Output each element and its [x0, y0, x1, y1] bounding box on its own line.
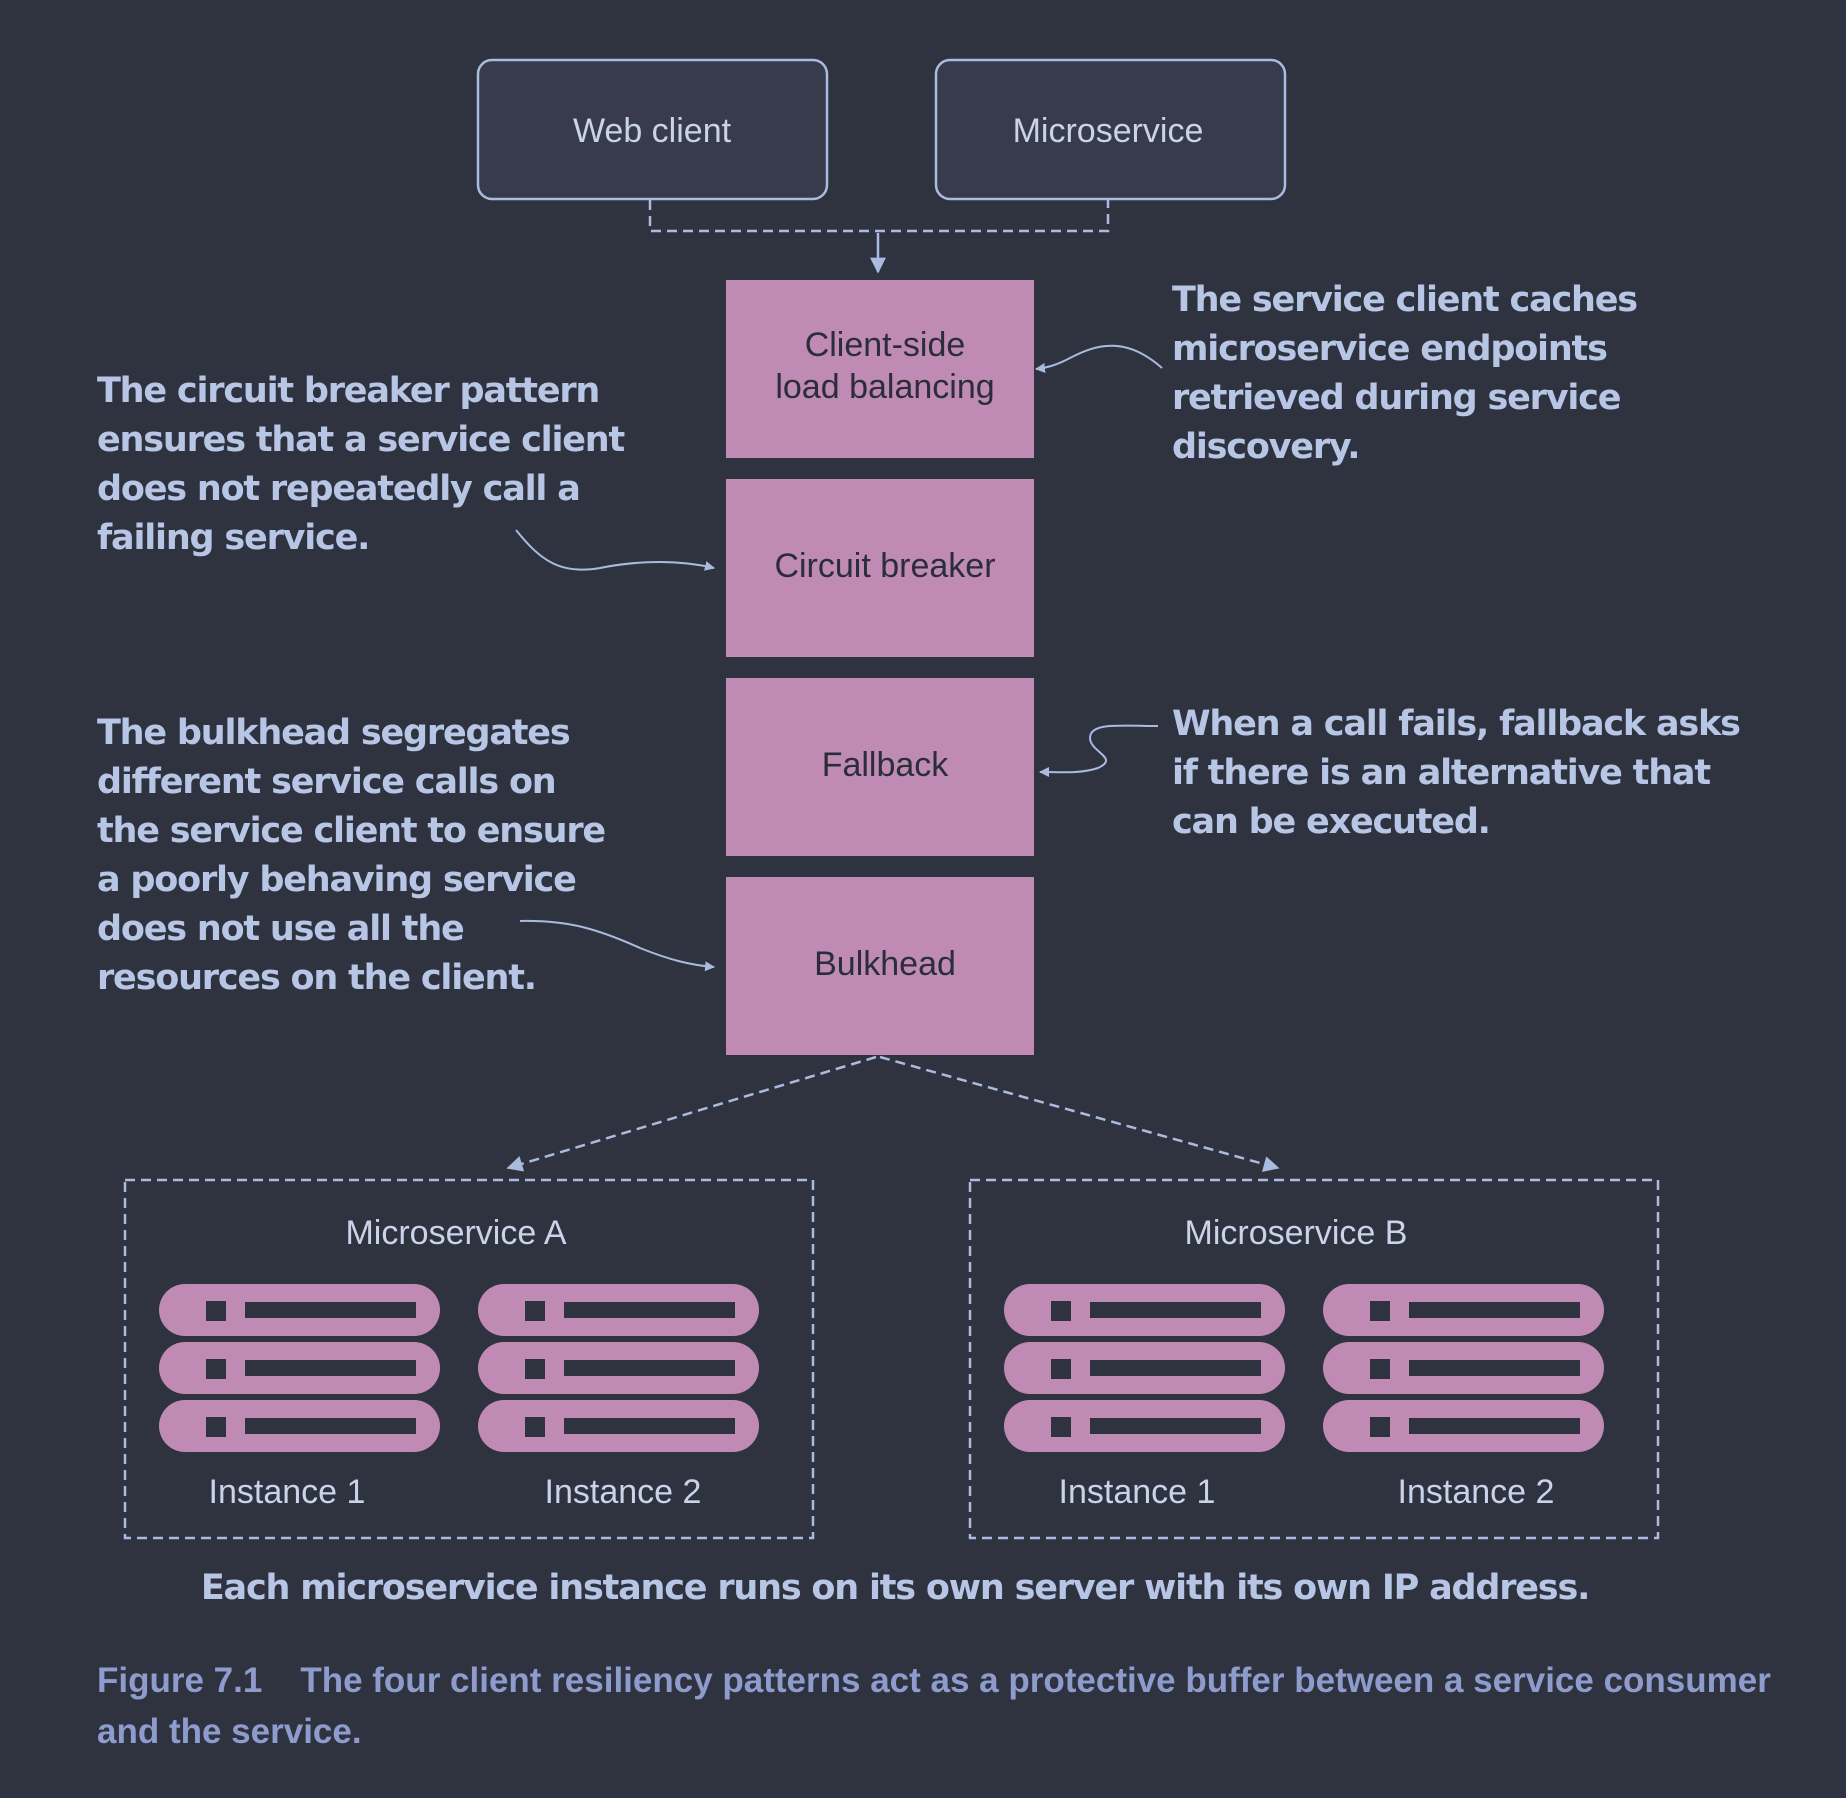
server-unit-icon: [1004, 1284, 1285, 1336]
note-line: can be executed.: [1172, 802, 1491, 842]
fallback-callout-arrow: [1039, 724, 1159, 778]
note-line: the service client to ensure: [97, 811, 606, 851]
note-line: failing service.: [97, 518, 370, 558]
service-group-b: Microservice B Instance 1 Instance 2: [968, 1178, 1660, 1540]
load-balancing-label-line-2: load balancing: [775, 368, 994, 406]
consumer-web-client: Web client: [476, 58, 829, 201]
server-stack-icon: [1323, 1284, 1604, 1452]
note-line: does not use all the: [97, 909, 465, 949]
consumer-microservice-label: Microservice: [1013, 112, 1204, 150]
server-unit-icon: [1004, 1342, 1285, 1394]
note-line: microservice endpoints: [1172, 329, 1608, 369]
circuit-breaker-callout-arrow: [515, 529, 715, 571]
server-stack-icon: [1004, 1284, 1285, 1452]
server-unit-icon: [159, 1342, 440, 1394]
service-b-instance-1-label: Instance 1: [1059, 1473, 1216, 1511]
note-line: does not repeatedly call a: [97, 469, 581, 509]
consumer-connector: [648, 200, 1110, 274]
circuit-breaker-label: Circuit breaker: [774, 547, 995, 585]
server-unit-icon: [1323, 1400, 1604, 1452]
note-fallback: When a call fails, fallback asks if ther…: [1172, 700, 1741, 847]
consumer-web-client-label: Web client: [573, 112, 732, 150]
consumer-microservice: Microservice: [934, 58, 1287, 201]
pattern-circuit-breaker: Circuit breaker: [726, 479, 1034, 657]
bulkhead-callout-arrow: [519, 919, 715, 972]
note-load-balancing: The service client caches microservice e…: [1172, 276, 1638, 472]
server-stack-icon: [159, 1284, 440, 1452]
server-unit-icon: [478, 1400, 759, 1452]
server-unit-icon: [478, 1284, 759, 1336]
note-line: ensures that a service client: [97, 420, 625, 460]
note-line: When a call fails, fallback asks: [1172, 704, 1741, 744]
note-line: The service client caches: [1172, 280, 1638, 320]
fallback-label: Fallback: [822, 746, 950, 784]
service-a-name: Microservice A: [345, 1214, 566, 1252]
note-line: resources on the client.: [97, 958, 537, 998]
note-line: if there is an alternative that: [1172, 753, 1711, 793]
note-bulkhead: The bulkhead segregates different servic…: [97, 709, 606, 1003]
server-unit-icon: [478, 1342, 759, 1394]
server-unit-icon: [1004, 1400, 1285, 1452]
figure-caption-text: The four client resiliency patterns act …: [97, 1661, 1771, 1751]
fanout-arrow-b: [879, 1055, 1280, 1172]
note-line: discovery.: [1172, 427, 1361, 467]
server-unit-icon: [1323, 1342, 1604, 1394]
note-line: retrieved during service: [1172, 378, 1621, 418]
service-b-name: Microservice B: [1185, 1214, 1408, 1252]
service-a-instance-1-label: Instance 1: [209, 1473, 366, 1511]
pattern-client-side-load-balancing: Client-side load balancing: [726, 280, 1034, 458]
service-a-instance-2-label: Instance 2: [545, 1473, 702, 1511]
server-icons: [159, 1284, 1604, 1452]
load-balancing-callout-arrow: [1035, 344, 1163, 373]
server-unit-icon: [1323, 1284, 1604, 1336]
bulkhead-label: Bulkhead: [814, 945, 956, 983]
fanout-arrow-a: [506, 1055, 877, 1172]
service-b-instance-2-label: Instance 2: [1398, 1473, 1555, 1511]
server-stack-icon: [478, 1284, 759, 1452]
instance-footnote: Each microservice instance runs on its o…: [200, 1568, 1591, 1608]
note-circuit-breaker: The circuit breaker pattern ensures that…: [97, 367, 625, 563]
load-balancing-label-line-1: Client-side: [805, 326, 966, 364]
note-line: The circuit breaker pattern: [97, 371, 600, 411]
server-unit-icon: [159, 1284, 440, 1336]
pattern-fallback: Fallback: [726, 678, 1034, 856]
note-line: a poorly behaving service: [97, 860, 577, 900]
pattern-bulkhead: Bulkhead: [726, 877, 1034, 1055]
server-unit-icon: [159, 1400, 440, 1452]
note-line: The bulkhead segregates: [97, 713, 571, 753]
figure-number: Figure 7.1: [97, 1661, 263, 1700]
note-line: different service calls on: [97, 762, 557, 802]
service-group-a: Microservice A Instance 1 Instance 2: [123, 1178, 815, 1540]
